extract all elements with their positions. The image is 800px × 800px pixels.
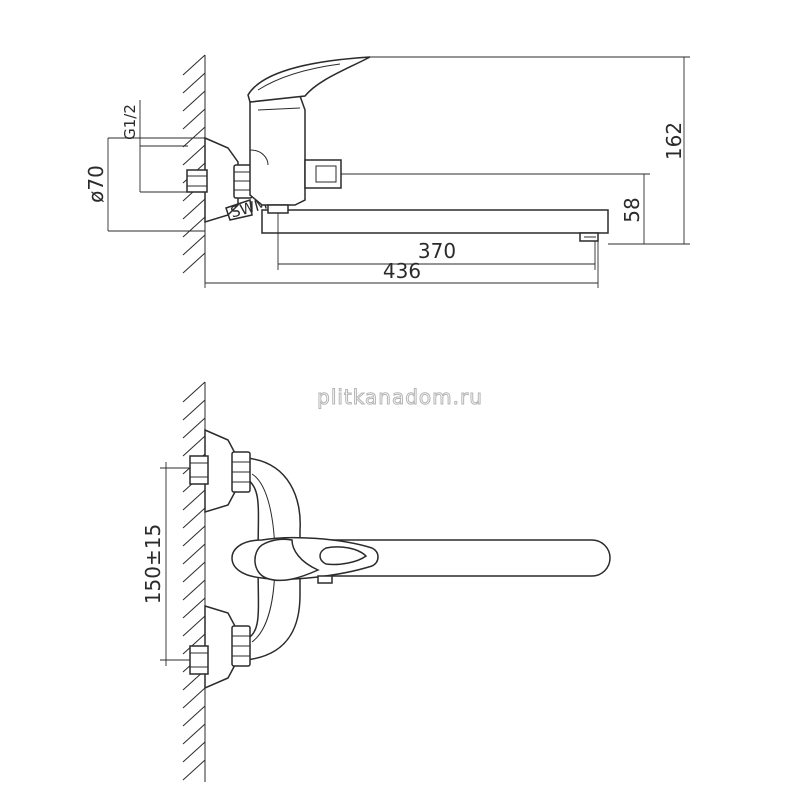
watermark: plitkanadom.ru — [317, 385, 483, 409]
dim-58-label: 58 — [620, 197, 644, 222]
dim-162: 162 — [370, 56, 690, 245]
dim-162-label: 162 — [662, 122, 686, 160]
dim-150: 150±15 — [141, 462, 190, 666]
diverter-side — [304, 159, 342, 189]
dim-370: 370 — [277, 213, 596, 270]
mixer-body-side — [249, 95, 306, 206]
spout-side — [261, 204, 609, 242]
side-view: SWM 162 — [84, 54, 690, 288]
dim-150-label: 150±15 — [141, 524, 165, 604]
front-view: 150±15 plitkanadom.ru — [141, 381, 611, 782]
dim-g12-label: G1/2 — [121, 104, 139, 140]
escutcheon-bottom-front — [189, 604, 237, 690]
dim-370-label: 370 — [418, 239, 456, 263]
wall-hatching-bottom — [182, 381, 206, 782]
spout-front — [299, 539, 611, 577]
dim-d70: ø70 — [84, 137, 205, 232]
dim-58: 58 — [341, 173, 650, 244]
union-nut-bottom-front — [231, 625, 251, 667]
lever-handle-front — [231, 536, 379, 584]
escutcheon-side — [186, 136, 239, 224]
union-nut-top-front — [231, 451, 251, 493]
dim-d70-label: ø70 — [84, 165, 108, 203]
dim-436: 436 — [204, 241, 599, 288]
dim-436-label: 436 — [383, 259, 421, 283]
lever-handle-side — [247, 56, 371, 103]
escutcheon-top-front — [189, 428, 237, 514]
wall-hatching-top — [182, 54, 206, 282]
dim-g12: G1/2 — [121, 100, 188, 193]
